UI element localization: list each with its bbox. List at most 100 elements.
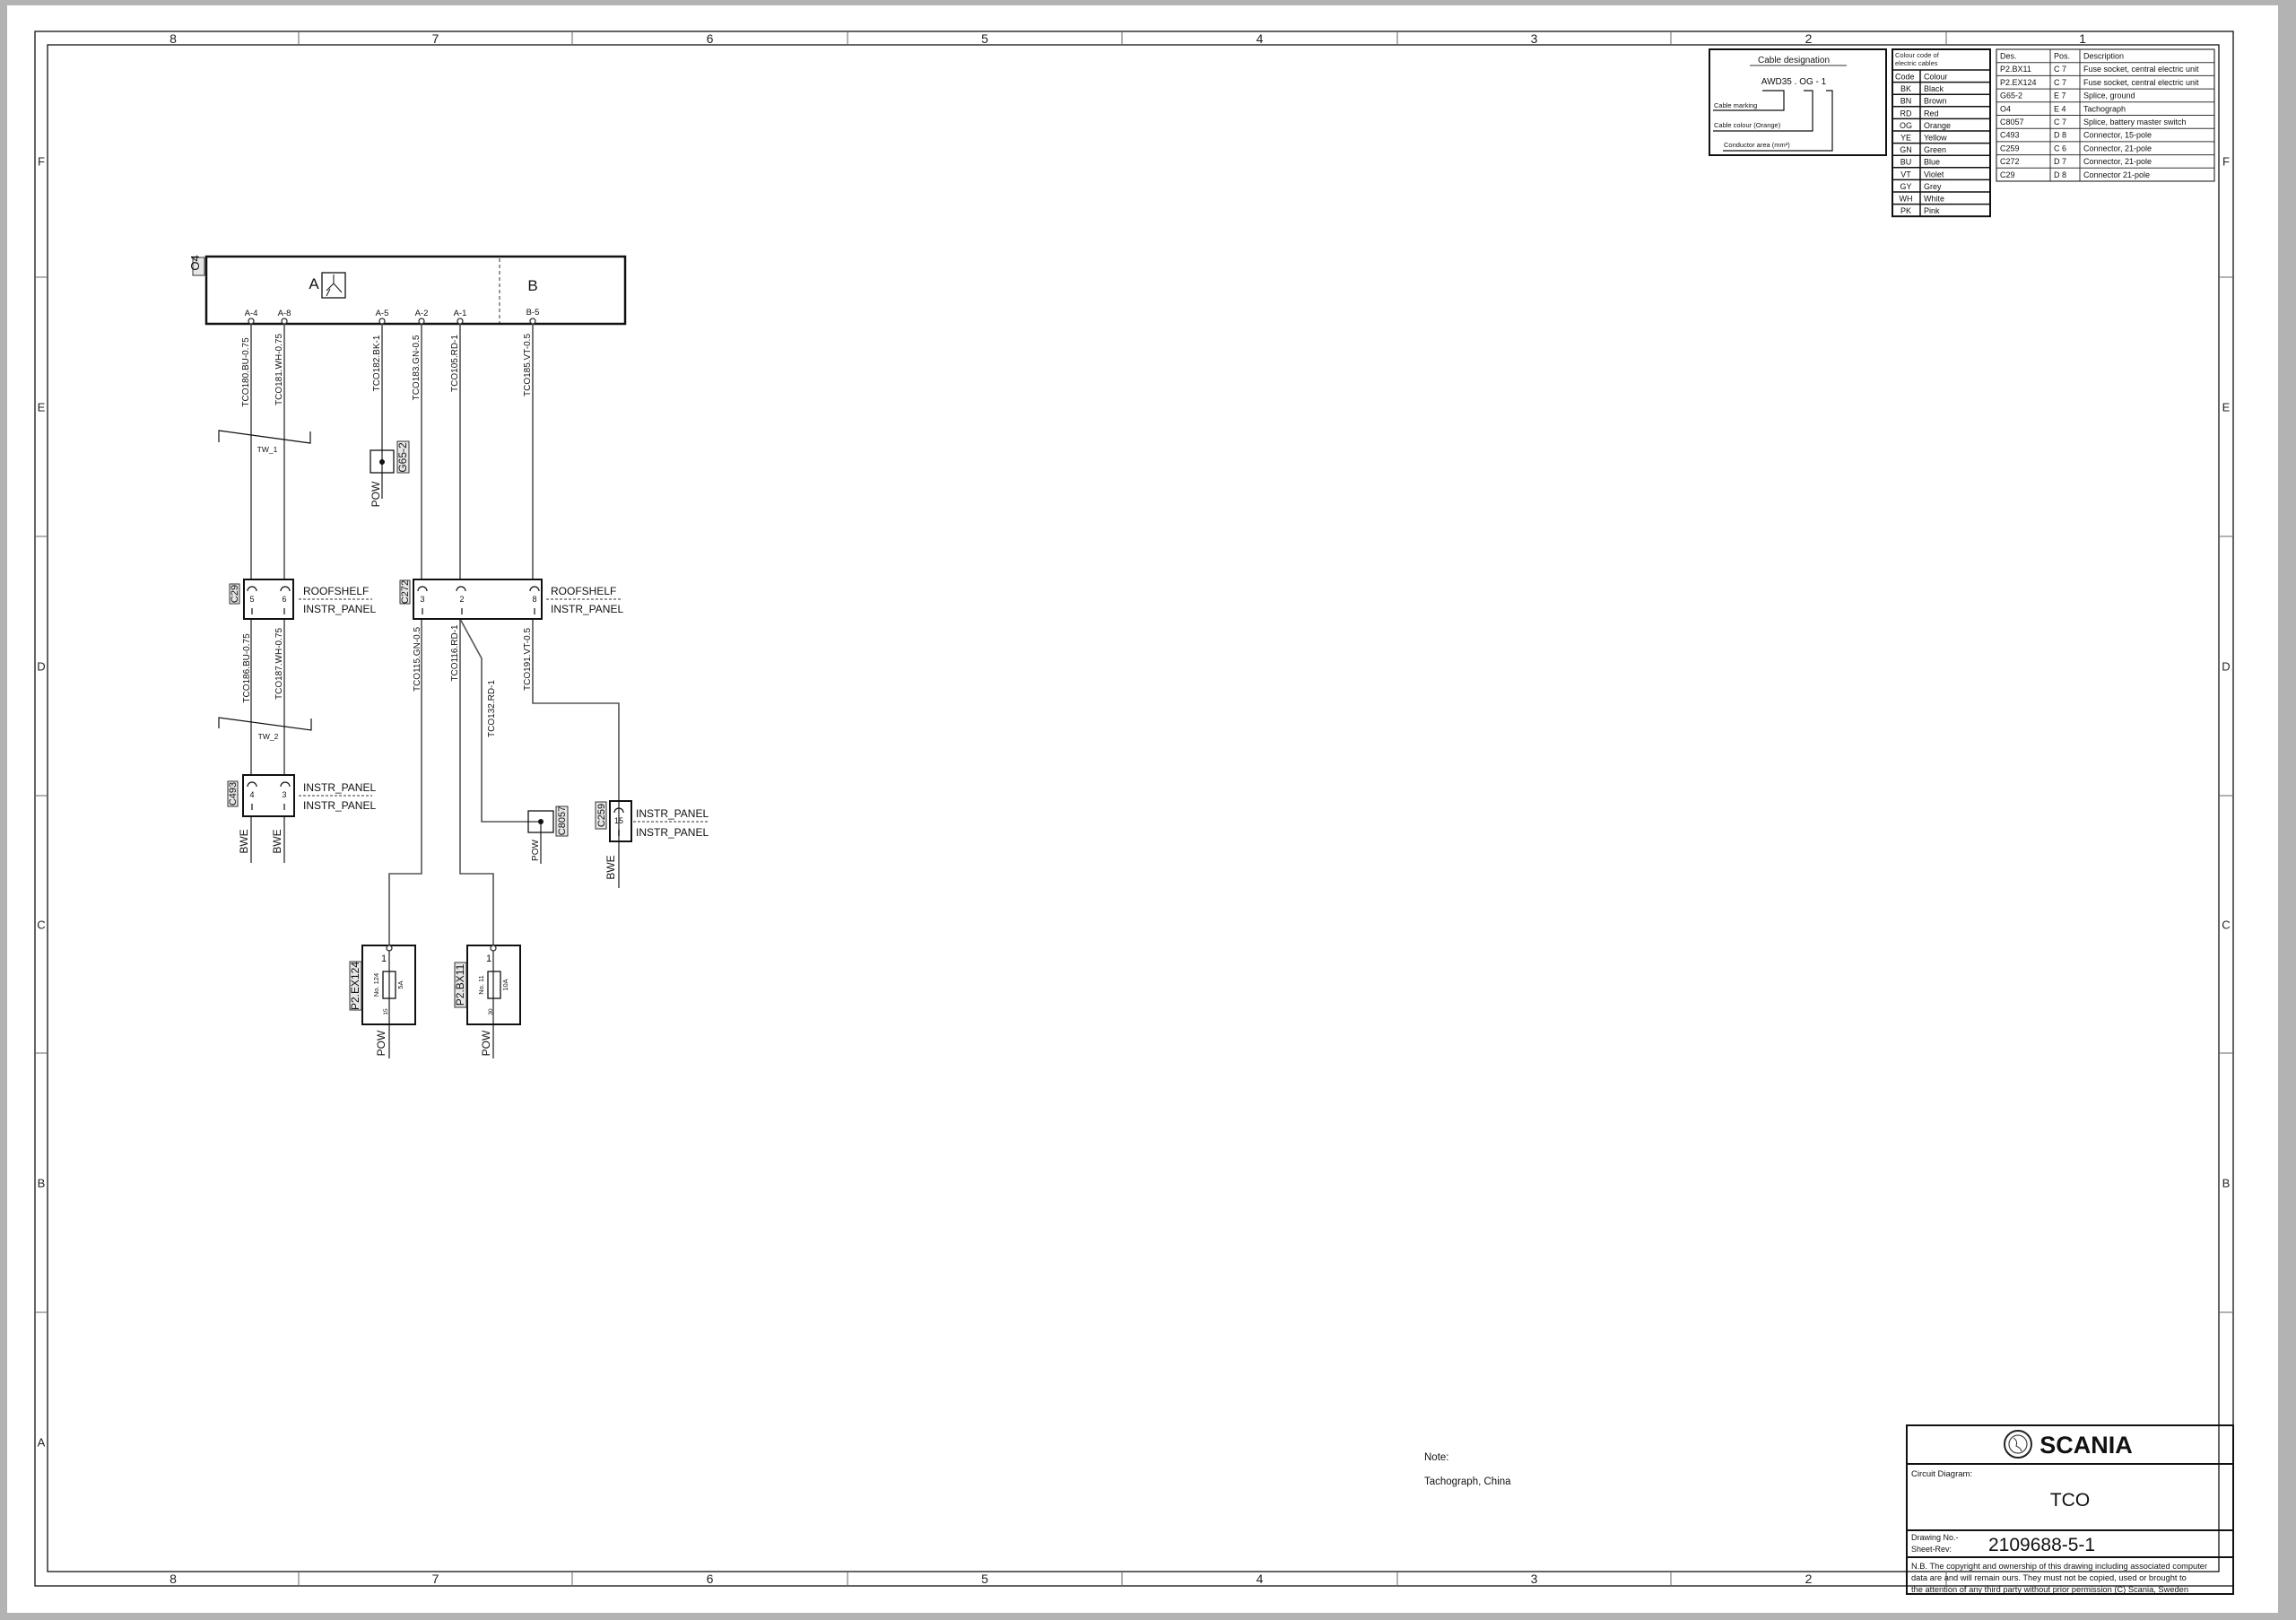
fuse2-pow: POW	[480, 1030, 492, 1056]
components-table-cell: C29	[2000, 170, 2015, 179]
wire-label-tco115: TCO115.GN-0.5	[413, 627, 422, 692]
components-table-cell: Connector, 21-pole	[2083, 157, 2152, 166]
colour-table-title-1: Colour code of	[1895, 51, 1940, 59]
cable-designation-title: Cable designation	[1758, 56, 1830, 65]
pin-label-b5: B-5	[526, 308, 540, 318]
components-table-cell: E 4	[2054, 104, 2066, 113]
wire-label-tco191: TCO191.VT-0.5	[523, 628, 533, 691]
c272-pin-3: 3	[420, 595, 424, 604]
wires	[250, 324, 620, 1058]
column-label-bottom: 4	[1257, 1572, 1264, 1586]
fuse1-bottom-pin: 15	[383, 1008, 389, 1015]
wire-label-tco187: TCO187.WH-0.75	[274, 628, 284, 700]
row-label-right: F	[2222, 155, 2230, 169]
row-label-left: D	[37, 660, 45, 674]
section-a-label: A	[309, 275, 319, 292]
components-table-header: Des.	[2000, 52, 2017, 61]
row-label-right: C	[2222, 919, 2230, 932]
title-block: SCANIA Circuit Diagram: TCO Drawing No.-…	[1906, 1424, 2234, 1595]
column-label-bottom: 2	[1805, 1572, 1813, 1586]
fuse2-pin: 1	[486, 954, 491, 964]
fuse2-number: No. 11	[477, 975, 485, 995]
circuit-name: TCO	[2050, 1490, 2090, 1511]
c493-end-2: BWE	[271, 829, 283, 853]
c272-pin-2: 2	[459, 595, 464, 604]
colour-table-header-code: Code	[1895, 73, 1915, 82]
components-table-cell: Fuse socket, central electric unit	[2083, 65, 2199, 74]
drawing-frame	[34, 30, 2234, 1587]
components-table-cell: Fuse socket, central electric unit	[2083, 78, 2199, 87]
colour-code: PK	[1900, 206, 1911, 215]
g65-id: G65-2	[396, 442, 409, 473]
components-table-header: Pos.	[2054, 52, 2070, 61]
row-label-left: B	[38, 1177, 46, 1190]
wire-tco183-115	[388, 324, 422, 1058]
colour-name: Green	[1924, 145, 1946, 154]
wire-tco105-116	[459, 324, 494, 1058]
row-label-left: C	[37, 919, 45, 932]
pin-label-a2: A-2	[415, 309, 429, 318]
paper	[7, 5, 2278, 1613]
wire-label-tco186: TCO186.BU-0.75	[242, 633, 252, 703]
pin-a1	[457, 318, 464, 325]
c272-upper-label: ROOFSHELF	[551, 585, 616, 597]
row-label-left: E	[38, 401, 46, 414]
components-table-cell: C 7	[2054, 65, 2066, 74]
connector-c272: C272 3 2 8 ROOFSHELF INSTR_PANEL	[399, 579, 623, 620]
note: Note: Tachograph, China	[1424, 1452, 1511, 1487]
c272-pin-8: 8	[532, 595, 536, 604]
pin-label-a1: A-1	[454, 309, 467, 318]
colour-name: Black	[1924, 84, 1944, 93]
components-table-cell: C493	[2000, 131, 2020, 140]
colour-name: Red	[1924, 109, 1939, 118]
fuse-p2-ex124: P2.EX124 1 No. 124 5A 15 POW	[349, 945, 416, 1056]
pin-label-a4: A-4	[245, 309, 258, 318]
c259-lower-label: INSTR_PANEL	[636, 826, 709, 839]
column-label-top: 8	[170, 31, 177, 46]
c493-pin-4: 4	[249, 790, 254, 799]
pin-a4	[248, 318, 255, 325]
components-table-cell: Splice, ground	[2083, 91, 2135, 100]
column-label-top: 7	[432, 31, 439, 46]
fuse-p2-bx11: P2.BX11 1 No. 11 10A 30 POW	[454, 945, 521, 1056]
wire-tco132	[459, 618, 542, 864]
fuse2-bottom-pin: 30	[488, 1008, 494, 1015]
components-table-cell: Tachograph	[2083, 104, 2126, 113]
components-table-cell: C 7	[2054, 78, 2066, 87]
pin-label-a8: A-8	[278, 309, 291, 318]
row-label-left: F	[38, 155, 45, 169]
components-table-cell: C8057	[2000, 118, 2024, 126]
c29-lower-label: INSTR_PANEL	[303, 603, 376, 615]
wire-label-tco180: TCO180.BU-0.75	[241, 337, 251, 407]
c272-id: C272	[400, 580, 411, 604]
row-label-right: B	[2222, 1177, 2231, 1190]
wire-label-tco105: TCO105.RD-1	[450, 335, 460, 392]
colour-code: WH	[1900, 195, 1913, 204]
components-table-cell: P2.BX11	[2000, 65, 2031, 74]
colour-code: BN	[1900, 97, 1912, 106]
c493-upper-label: INSTR_PANEL	[303, 781, 376, 794]
colour-code: RD	[1900, 109, 1912, 118]
column-label-bottom: 3	[1531, 1572, 1538, 1586]
colour-name: Violet	[1924, 170, 1944, 179]
colour-name: Blue	[1924, 158, 1940, 167]
wire-label-tco116: TCO116.RD-1	[450, 624, 460, 682]
circuit-diagram-label: Circuit Diagram:	[1911, 1469, 1972, 1479]
c493-lower-label: INSTR_PANEL	[303, 799, 376, 812]
cable-designation-legend: Cable designation AWD35 . OG - 1 Cable m…	[1709, 48, 1887, 156]
colour-code: BK	[1900, 84, 1911, 93]
column-label-top: 2	[1805, 31, 1813, 46]
o4-id: O4	[188, 255, 202, 270]
pin-a8	[281, 318, 288, 325]
c8057-id: C8057	[557, 806, 568, 835]
wire-label-tco182: TCO182.BK-1	[372, 335, 382, 391]
c259-upper-label: INSTR_PANEL	[636, 807, 709, 820]
column-label-top: 3	[1531, 31, 1538, 46]
components-table-cell: C 6	[2054, 144, 2066, 152]
colour-name: Grey	[1924, 182, 1942, 191]
colour-code: YE	[1900, 134, 1911, 143]
colour-code: OG	[1900, 121, 1912, 130]
components-table-cell: D 7	[2054, 157, 2066, 166]
